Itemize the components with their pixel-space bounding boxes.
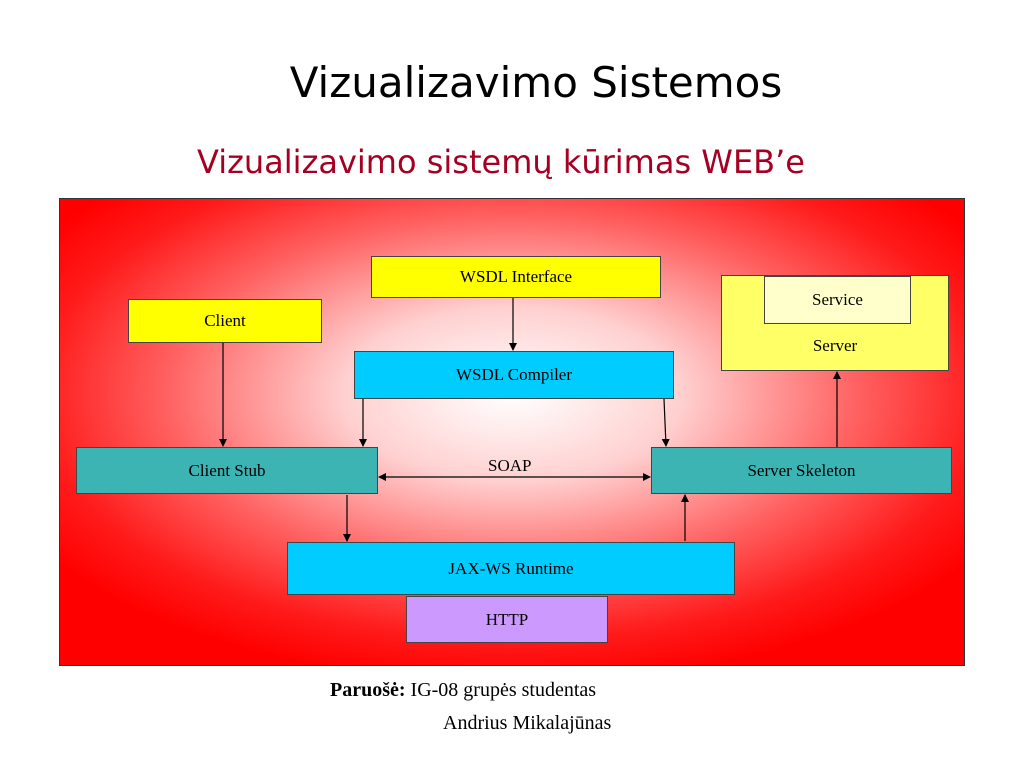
slide-subtitle: Vizualizavimo sistemų kūrimas WEB’e xyxy=(197,143,805,181)
jaxws-runtime-box: JAX-WS Runtime xyxy=(287,542,735,595)
service-box: Service xyxy=(764,276,911,324)
diagram-panel: WSDL Interface Client WSDL Compiler Serv… xyxy=(59,198,965,666)
credits-label: Paruošė: xyxy=(330,679,406,701)
arrow-compiler-to-skeleton xyxy=(661,398,670,447)
http-box: HTTP xyxy=(406,596,608,643)
slide-title: Vizualizavimo Sistemos xyxy=(289,58,783,107)
credits-role: IG-08 grupės studentas xyxy=(410,679,597,701)
server-label: Server xyxy=(812,336,858,355)
soap-label: SOAP xyxy=(488,456,532,475)
server-box: Service Server xyxy=(721,275,949,371)
wsdl-compiler-box: WSDL Compiler xyxy=(354,351,674,399)
client-stub-box: Client Stub xyxy=(76,447,378,494)
client-box: Client xyxy=(128,299,322,343)
credits-line-2: Andrius Mikalajūnas xyxy=(443,712,612,734)
server-skeleton-box: Server Skeleton xyxy=(651,447,952,494)
credits-line-1: Paruošė: IG-08 grupės studentas xyxy=(330,679,596,702)
wsdl-interface-box: WSDL Interface xyxy=(371,256,661,298)
diagram-arrows xyxy=(219,297,841,542)
